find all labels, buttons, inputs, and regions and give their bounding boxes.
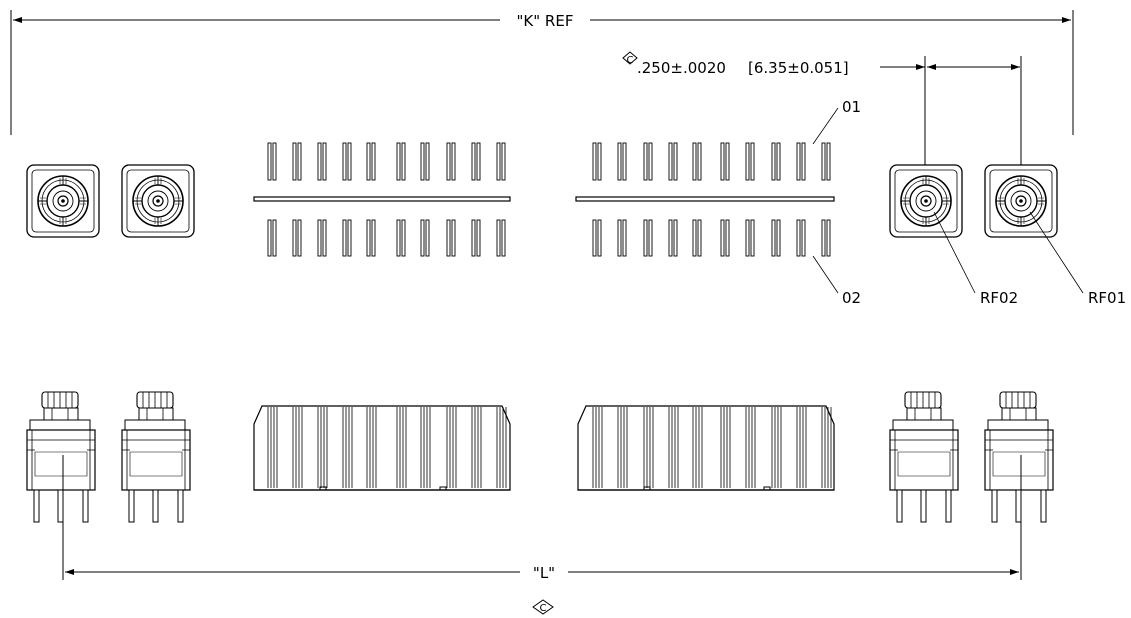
pin-top	[692, 219, 702, 257]
pin-top	[643, 142, 653, 181]
pin-top	[292, 219, 302, 257]
pin-side	[471, 407, 482, 488]
rf-jack-side-right-2	[984, 391, 1054, 523]
pin-top	[796, 142, 806, 181]
pin-top	[771, 219, 781, 257]
pin-side	[317, 407, 328, 488]
pin-side	[342, 407, 353, 488]
pin-top	[317, 142, 327, 181]
pin-top	[420, 219, 430, 257]
pin-top	[342, 142, 352, 181]
header-side-right	[577, 405, 835, 491]
rf-jack-top-left-2	[121, 164, 195, 238]
k-ref-label: "K" REF	[517, 12, 574, 30]
pitch-metric-label: [6.35±0.051]	[748, 59, 849, 77]
pin-side	[446, 407, 457, 488]
pin-top	[471, 142, 481, 181]
pin-side	[692, 407, 703, 488]
pin-top	[692, 142, 702, 181]
pin-top	[396, 219, 406, 257]
rf-jack-side-left-2	[121, 391, 191, 523]
pin-side	[821, 407, 832, 488]
pin-top	[420, 142, 430, 181]
pin-side	[496, 407, 507, 488]
pin-array-side-view	[267, 407, 832, 491]
rf01-label: RF01	[1088, 289, 1126, 307]
pin-top	[821, 219, 831, 257]
pin-top	[796, 219, 806, 257]
pin-side	[592, 407, 603, 488]
pin-side	[643, 407, 654, 488]
pin-top	[342, 219, 352, 257]
pin-side	[771, 407, 782, 488]
svg-text:C: C	[540, 603, 547, 614]
pin-top	[668, 142, 678, 181]
pin-side	[366, 407, 377, 488]
rf01-callout: RF01	[1029, 211, 1126, 307]
pin-side	[292, 407, 303, 488]
pitch-basic-label: .250±.0020	[637, 59, 726, 77]
pin-side	[668, 407, 679, 488]
pin-top	[366, 219, 376, 257]
rf-jack-side-left-1	[26, 391, 96, 523]
pin-top	[592, 142, 602, 181]
pin-side	[796, 407, 807, 488]
pin-side	[267, 407, 278, 488]
pin-top	[267, 142, 277, 181]
pin-top	[617, 142, 627, 181]
pin-top	[771, 142, 781, 181]
circled-c-datum-icon: C	[532, 599, 554, 615]
pin-top	[446, 219, 456, 257]
pin-top	[471, 219, 481, 257]
pin-01-callout: 01	[812, 98, 861, 145]
rf02-label: RF02	[980, 289, 1018, 307]
pin-top	[317, 219, 327, 257]
k-ref-dimension: "K" REF	[10, 10, 1074, 135]
pin-array-top-view	[253, 142, 835, 257]
pin-top	[292, 142, 302, 181]
pin-top	[366, 142, 376, 181]
pin-top	[745, 142, 755, 181]
svg-text:C: C	[627, 55, 634, 66]
pin-side	[420, 407, 431, 488]
rf-jack-top-left-1	[26, 164, 100, 238]
pin-side	[745, 407, 756, 488]
pin-side	[617, 407, 628, 488]
pin-top	[267, 219, 277, 257]
pin-top	[617, 219, 627, 257]
pin-top	[821, 142, 831, 181]
pin-side	[720, 407, 731, 488]
pin-side	[396, 407, 407, 488]
pin-top	[592, 219, 602, 257]
pin-02-label: 02	[842, 289, 861, 307]
pin-top	[720, 219, 730, 257]
pin-top	[396, 142, 406, 181]
pin-top	[745, 219, 755, 257]
rf02-callout: RF02	[933, 211, 1018, 307]
rf-jack-top-rf02	[889, 164, 963, 238]
pin-top	[446, 142, 456, 181]
rf-jack-top-rf01	[984, 164, 1058, 238]
circled-c-datum-icon: C	[622, 51, 638, 66]
pin-02-callout: 02	[812, 255, 861, 307]
rf-jack-side-right-1	[889, 391, 959, 523]
l-dim-label: "L"	[533, 564, 555, 582]
pin-top	[668, 219, 678, 257]
pin-top	[496, 219, 506, 257]
pin-01-label: 01	[842, 98, 861, 116]
pin-top	[720, 142, 730, 181]
pin-top	[496, 142, 506, 181]
pin-top	[643, 219, 653, 257]
l-dimension: "L"	[62, 455, 1022, 582]
